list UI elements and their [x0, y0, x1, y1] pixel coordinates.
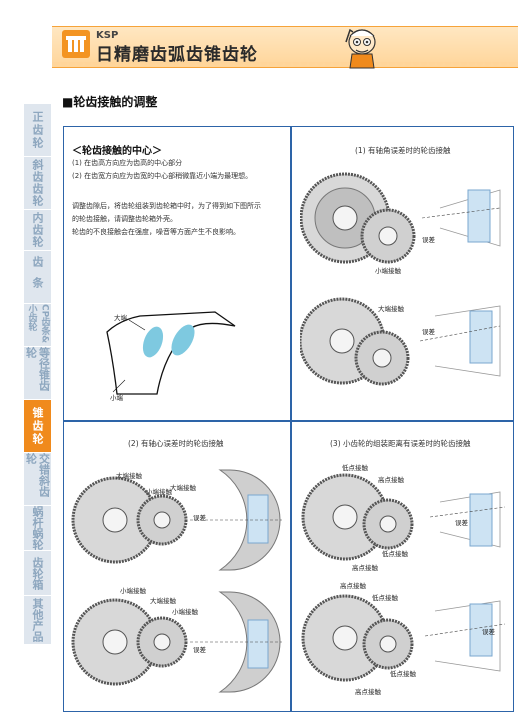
sidebar-tab-label: 锥齿轮: [31, 406, 44, 446]
p3-top-label-2: 高点接触: [378, 476, 404, 484]
gear-pair-illustration: [71, 469, 282, 571]
sidebar-tab-bevel-gear[interactable]: 锥齿轮: [24, 400, 51, 452]
p3-top-error-label: 误差: [455, 519, 468, 527]
tooth-contact-diagram: [106, 311, 236, 395]
mascot-illustration: [345, 28, 376, 69]
p2-bottom-error-label: 误差: [193, 646, 206, 654]
p3-bottom-label-2: 低点接触: [372, 594, 398, 602]
p3-top-label-1: 低点接触: [342, 464, 368, 472]
sidebar-tab-gearbox[interactable]: 齿轮箱: [24, 551, 51, 595]
sidebar-tab-label: 齿轮箱: [31, 556, 44, 590]
p2-top-label-3: 大端接触: [170, 484, 196, 492]
gear-pair-illustration: [71, 591, 282, 693]
p1-top-error-label: 误差: [422, 236, 435, 244]
panel-1-caption: (1) 有轴角误差时的轮齿接触: [355, 146, 451, 155]
p2-bottom-label-2: 大端接触: [150, 597, 176, 605]
panel-2-caption: (2) 有轴心误差时的轮齿接触: [128, 439, 224, 448]
sidebar-tab-screw-gear[interactable]: 交错斜齿轮: [24, 453, 51, 505]
sidebar-tab-label: CP齿条&小齿轮: [26, 304, 50, 344]
sidebar-tab-cp-rack-pinion[interactable]: CP齿条&小齿轮: [24, 304, 51, 346]
p2-bottom-label-1: 小端接触: [120, 587, 146, 595]
sidebar-tab-label: 斜齿齿轮: [31, 159, 44, 207]
sidebar-tab-label: 齿条: [31, 256, 44, 298]
p1-bottom-error-label: 误差: [422, 328, 435, 336]
sidebar-tab-label: 蜗杆蜗轮: [31, 506, 44, 550]
intro-title: ＜轮齿接触的中心＞: [72, 146, 162, 157]
p3-bottom-label-1: 高点接触: [340, 582, 366, 590]
sidebar-tab-internal-gear[interactable]: 内齿轮: [24, 210, 51, 250]
brand-label: KSP: [96, 30, 119, 41]
intro-line-1: (1) 在齿高方向应为齿高的中心部分: [72, 159, 183, 167]
gear-pair-illustration: [300, 297, 501, 386]
p3-top-label-3: 高点接触: [352, 564, 378, 572]
header-scallop-border: [52, 62, 518, 70]
company-logo: [62, 30, 90, 58]
sidebar-tab-label: 其他产品: [31, 598, 44, 642]
sidebar-tab-other-products[interactable]: 其他产品: [24, 596, 51, 644]
big-end-label: 大端: [114, 314, 127, 322]
gear-pair-illustration: [301, 473, 506, 561]
logo-icon: [66, 36, 86, 52]
p3-top-label-4: 低点接触: [382, 550, 408, 558]
sidebar-tab-label: 等径锥齿轮: [24, 347, 51, 391]
intro-paragraph-1: 调整齿隙后，将齿轮组装到齿轮箱中时，为了得到如下图所示: [72, 202, 261, 210]
sidebar-tab-label: 正齿轮: [31, 110, 44, 150]
p3-bottom-label-3: 低点接触: [390, 670, 416, 678]
p3-bottom-label-4: 高点接触: [355, 688, 381, 696]
sidebar-tab-worm-gear[interactable]: 蜗杆蜗轮: [24, 506, 51, 550]
panel-frame: [63, 126, 514, 712]
sidebar-tab-label: 内齿轮: [31, 212, 44, 248]
p3-bottom-error-label: 误差: [482, 628, 495, 636]
p2-top-label-2: 小端接触: [146, 488, 172, 496]
sidebar-tab-miter-gear[interactable]: 等径锥齿轮: [24, 347, 51, 399]
panel-divider-horizontal: [63, 420, 514, 422]
sidebar-tab-spur-gear[interactable]: 正齿轮: [24, 104, 51, 156]
sidebar-tab-rack[interactable]: 齿条: [24, 251, 51, 303]
p2-bottom-label-3: 小端接触: [172, 608, 198, 616]
section-heading: ■轮齿接触的调整: [62, 95, 158, 109]
sidebar-tab-label: 交错斜齿轮: [24, 453, 51, 497]
p2-top-label-1: 大端接触: [116, 472, 142, 480]
page-header: [52, 26, 518, 68]
gear-pair-illustration: [300, 172, 501, 264]
p2-top-error-label: 误差: [193, 514, 206, 522]
intro-line-2: (2) 在齿宽方向应为齿宽的中心部稍微靠近小端为最理想。: [72, 172, 253, 180]
sidebar-tab-helical-gear[interactable]: 斜齿齿轮: [24, 157, 51, 209]
intro-paragraph-3: 轮齿的不良接触会在强度，噪音等方面产生不良影响。: [72, 228, 240, 236]
small-end-label: 小端: [110, 394, 123, 402]
p1-top-label: 小端接触: [375, 267, 401, 275]
panel-3-caption: (3) 小齿轮的组装距离有误差时的轮齿接触: [330, 439, 471, 448]
p1-bottom-label: 大端接触: [378, 305, 404, 313]
panel-divider-vertical: [290, 126, 292, 712]
gear-pair-illustration: [301, 594, 506, 682]
page-title: 日精磨齿弧齿锥齿轮: [96, 45, 258, 65]
intro-paragraph-2: 的轮齿接触，请调整齿轮箱外壳。: [72, 215, 177, 223]
